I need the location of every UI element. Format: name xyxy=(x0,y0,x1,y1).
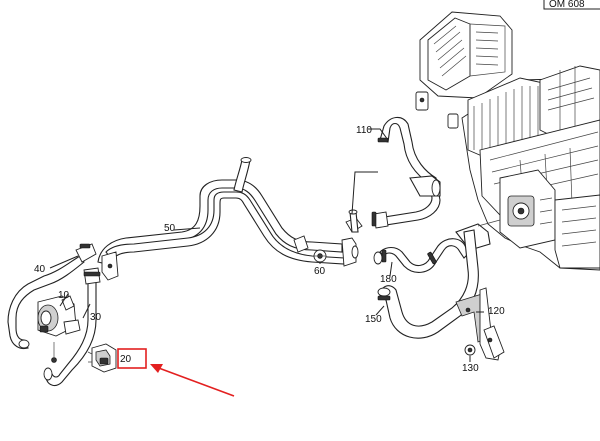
arrow-shaft xyxy=(155,366,235,397)
callout-labels: 110 50 40 60 180 10 120 30 150 20 130 xyxy=(34,125,505,374)
hose-30 xyxy=(43,267,101,387)
callout-130: 130 xyxy=(462,363,479,374)
leader-lines xyxy=(49,128,484,362)
hose-180 xyxy=(373,219,501,273)
callout-10: 10 xyxy=(58,290,70,301)
callout-110: 110 xyxy=(356,125,372,136)
hvac-housing xyxy=(415,11,600,271)
hose-110 xyxy=(345,116,441,233)
hose-40 xyxy=(7,243,97,350)
callout-30: 30 xyxy=(90,312,102,323)
callout-60: 60 xyxy=(314,266,326,277)
pump-10 xyxy=(37,295,81,363)
highlight-annotation xyxy=(117,348,235,397)
highlight-box xyxy=(117,348,147,369)
arrow-head xyxy=(150,364,163,373)
callout-150: 150 xyxy=(365,314,382,325)
bolt-60 xyxy=(313,249,327,263)
callout-20: 20 xyxy=(120,354,132,365)
callout-50: 50 xyxy=(164,223,176,234)
callout-180: 180 xyxy=(380,274,397,285)
callout-40: 40 xyxy=(34,264,46,275)
valve-20 xyxy=(87,343,117,373)
hose-150 xyxy=(377,229,479,339)
diagram-code-label: OM 608 xyxy=(549,0,585,10)
diagram-code-box: OM 608 xyxy=(543,0,600,10)
hose-50 xyxy=(97,157,359,281)
callout-120: 120 xyxy=(488,306,505,317)
bracket-120 xyxy=(455,287,505,361)
grommet-130 xyxy=(464,344,476,360)
